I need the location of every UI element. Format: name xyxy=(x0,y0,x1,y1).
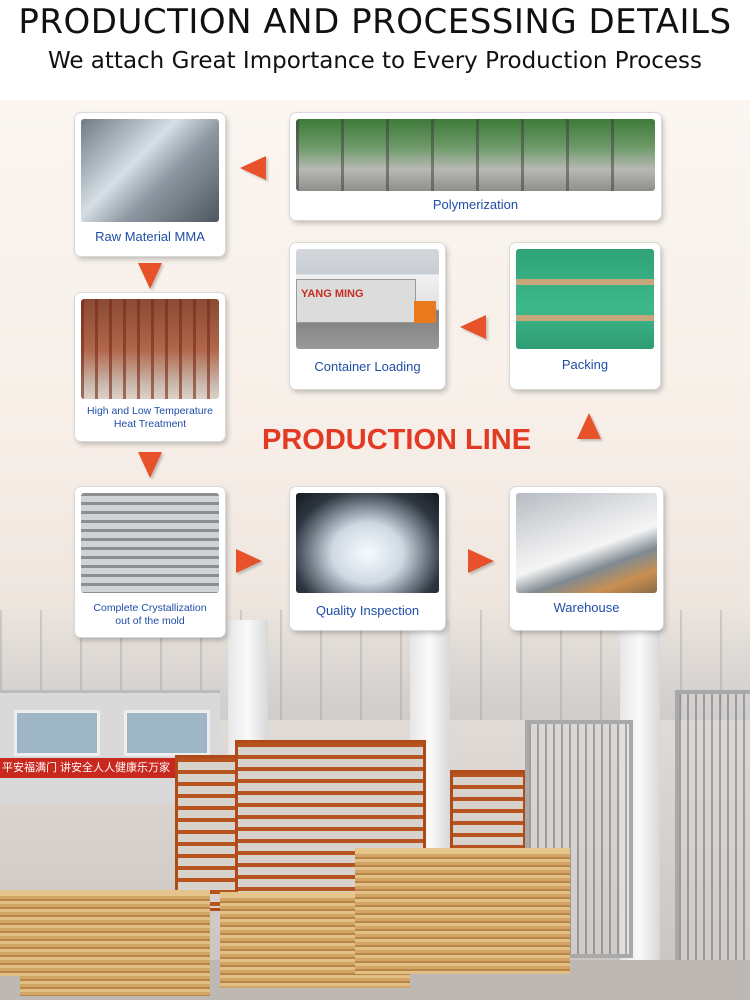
header: PRODUCTION AND PROCESSING DETAILS We att… xyxy=(0,0,750,100)
step-heat-treatment-label-line2: Heat Treatment xyxy=(113,418,187,430)
page-title: PRODUCTION AND PROCESSING DETAILS xyxy=(18,2,732,42)
crystallization-photo xyxy=(81,493,219,593)
step-crystallization-card: Complete Crystallization out of the mold xyxy=(75,487,225,637)
fan-cage xyxy=(675,690,750,978)
factory-window xyxy=(124,710,210,756)
step-warehouse-label: Warehouse xyxy=(553,600,620,615)
step-crystallization-label-line1: Complete Crystallization xyxy=(93,602,207,614)
step-crystallization-label-line2: out of the mold xyxy=(115,615,185,627)
step-quality-inspection-card: Quality Inspection xyxy=(290,487,445,630)
packing-photo xyxy=(516,249,654,349)
container-text: YANG MING xyxy=(301,288,364,300)
arrow-down-icon xyxy=(138,263,162,289)
page-subtitle: We attach Great Importance to Every Prod… xyxy=(47,48,703,74)
polymerization-photo xyxy=(296,119,655,191)
step-quality-inspection-label: Quality Inspection xyxy=(315,603,420,618)
production-line-heading: PRODUCTION LINE xyxy=(262,424,532,456)
step-packing-card: Packing xyxy=(510,243,660,389)
arrow-right-icon xyxy=(236,549,262,573)
step-container-loading-card: YANG MING Container Loading xyxy=(290,243,445,389)
shipping-container: YANG MING xyxy=(296,279,416,323)
step-packing-label: Packing xyxy=(561,357,609,372)
step-raw-material-label: Raw Material MMA xyxy=(95,229,205,244)
board-stack xyxy=(20,890,210,996)
arrow-right-icon xyxy=(468,549,494,573)
step-container-loading-label: Container Loading xyxy=(314,359,421,374)
fan-cage xyxy=(525,720,633,958)
arrow-down-icon xyxy=(138,452,162,478)
forklift xyxy=(414,301,436,323)
arrow-left-icon xyxy=(460,315,486,339)
board-stack xyxy=(355,848,570,974)
arrow-up-icon xyxy=(577,413,601,439)
safety-banner: 平安福满门 讲安全人人健康乐万家 xyxy=(0,758,192,778)
factory-window xyxy=(14,710,100,756)
step-heat-treatment-label-line1: High and Low Temperature xyxy=(87,405,213,417)
warehouse-photo xyxy=(516,493,657,593)
quality-inspection-photo xyxy=(296,493,439,593)
step-polymerization-card: Polymerization xyxy=(290,113,661,220)
step-raw-material-card: Raw Material MMA xyxy=(75,113,225,256)
container-loading-photo: YANG MING xyxy=(296,249,439,349)
step-polymerization-label: Polymerization xyxy=(432,197,519,212)
arrow-left-icon xyxy=(240,156,266,180)
step-warehouse-card: Warehouse xyxy=(510,487,663,630)
heat-treatment-photo xyxy=(81,299,219,399)
raw-material-photo xyxy=(81,119,219,222)
step-heat-treatment-card: High and Low Temperature Heat Treatment xyxy=(75,293,225,441)
